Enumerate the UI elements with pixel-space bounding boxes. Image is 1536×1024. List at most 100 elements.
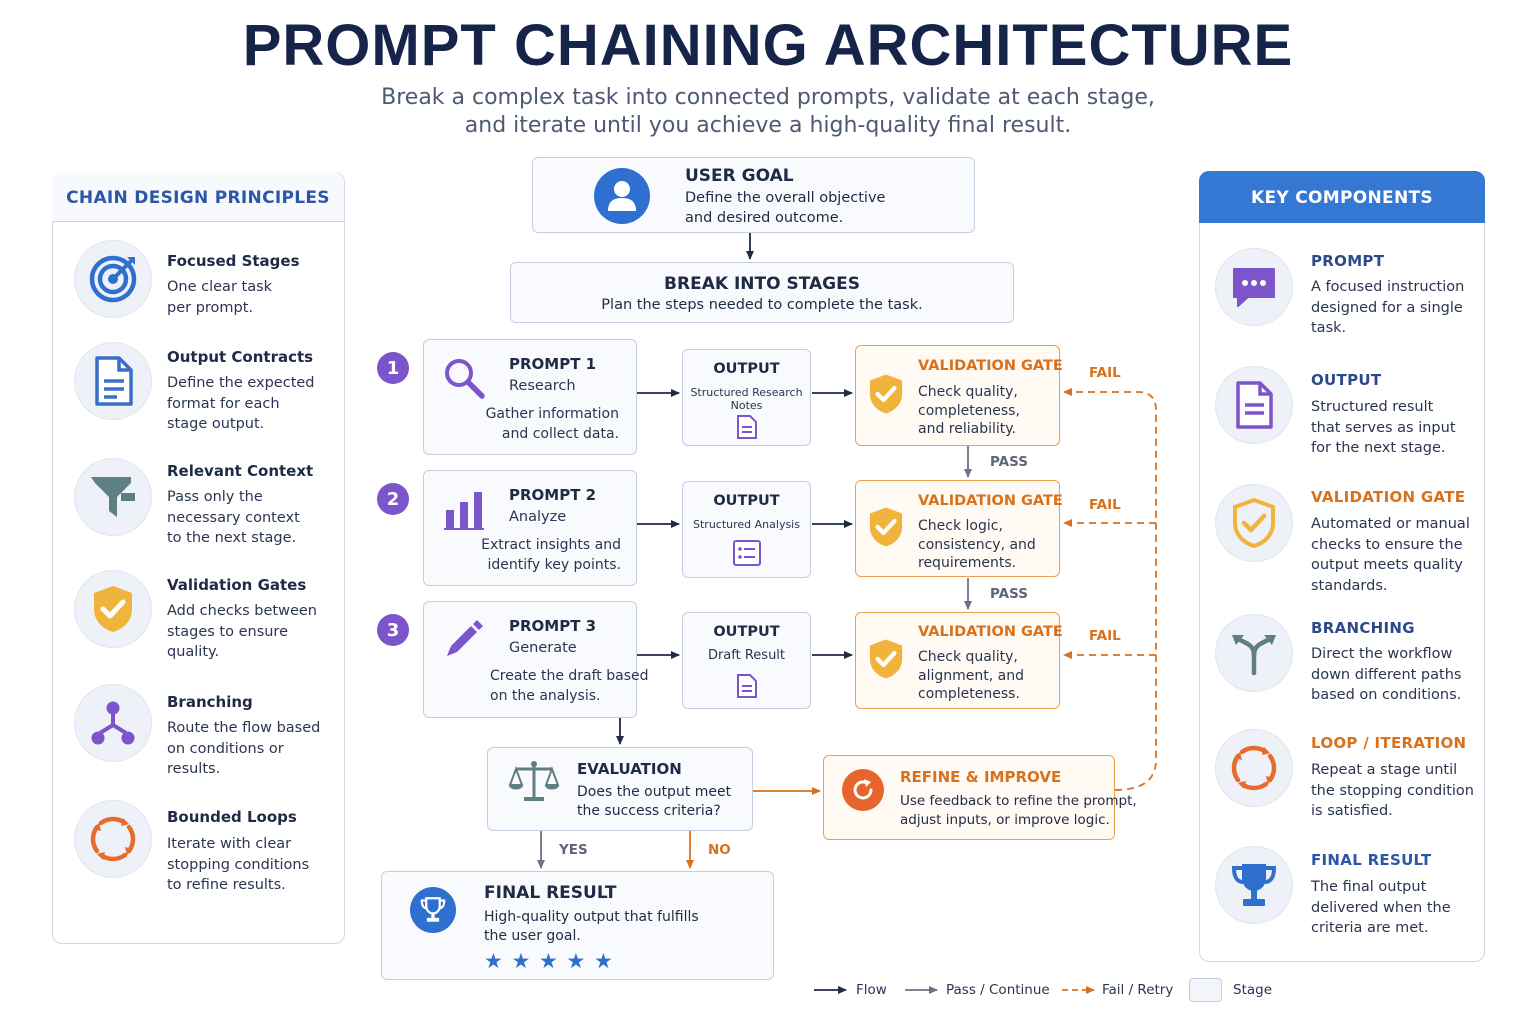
shield-check-icon bbox=[1215, 484, 1293, 562]
pass-label: PASS bbox=[990, 586, 1028, 602]
legend-stage-swatch bbox=[1189, 978, 1222, 1002]
component-title-validation-gate: VALIDATION GATE bbox=[1311, 488, 1466, 506]
legend-fail: Fail / Retry bbox=[1102, 982, 1174, 998]
subtitle-line-2: and iterate until you achieve a high-qua… bbox=[464, 113, 1072, 138]
gate-desc: Check quality,completeness,and reliabili… bbox=[918, 384, 1020, 437]
trophy-icon bbox=[410, 887, 456, 933]
break-stages-desc: Plan the steps needed to complete the ta… bbox=[601, 297, 923, 313]
prompt-box-3 bbox=[423, 601, 637, 718]
magnifier-icon bbox=[442, 356, 486, 404]
document-icon bbox=[736, 674, 758, 702]
output-desc: Structured Analysis bbox=[693, 518, 800, 531]
evaluation-title: EVALUATION bbox=[577, 760, 682, 778]
prompt-subtitle: Generate bbox=[509, 640, 577, 656]
legend-stage: Stage bbox=[1233, 982, 1273, 998]
gate-title: VALIDATION GATE bbox=[918, 358, 1063, 374]
component-title-prompt: PROMPT bbox=[1311, 252, 1385, 270]
page-title: PROMPT CHAINING ARCHITECTURE bbox=[242, 13, 1294, 78]
principle-title-output-contracts: Output Contracts bbox=[167, 348, 314, 366]
pass-label: PASS bbox=[990, 454, 1028, 470]
shield-check-icon bbox=[866, 505, 906, 553]
components-heading: KEY COMPONENTS bbox=[1199, 171, 1485, 223]
principle-title-branching: Branching bbox=[167, 693, 253, 711]
step-number-badge: 1 bbox=[377, 352, 409, 384]
step-number-badge: 3 bbox=[377, 614, 409, 646]
prompt-subtitle: Research bbox=[509, 378, 576, 394]
funnel-icon bbox=[74, 458, 152, 536]
split-arrow-icon bbox=[1215, 614, 1293, 692]
output-desc: Draft Result bbox=[707, 648, 786, 663]
fail-label: FAIL bbox=[1089, 628, 1121, 644]
document-icon bbox=[736, 415, 758, 443]
output-title: OUTPUT bbox=[713, 624, 780, 640]
component-title-final-result: FINAL RESULT bbox=[1311, 851, 1432, 869]
legend-pass: Pass / Continue bbox=[946, 982, 1050, 998]
step-number-badge: 2 bbox=[377, 483, 409, 515]
subtitle-line-1: Break a complex task into connected prom… bbox=[381, 85, 1155, 110]
user-icon bbox=[594, 168, 650, 224]
principle-title-validation-gates: Validation Gates bbox=[167, 576, 307, 594]
component-title-branching: BRANCHING bbox=[1311, 619, 1415, 637]
document-icon bbox=[1215, 366, 1293, 444]
principle-title-focused-stages: Focused Stages bbox=[167, 252, 300, 270]
rating-stars: ★ ★ ★ ★ ★ bbox=[484, 949, 614, 973]
fail-label: FAIL bbox=[1089, 497, 1121, 513]
target-icon bbox=[74, 240, 152, 318]
no-label: NO bbox=[708, 842, 731, 858]
legend-flow: Flow bbox=[856, 982, 887, 998]
evaluation-box bbox=[487, 747, 753, 831]
shield-check-icon bbox=[866, 637, 906, 685]
principle-title-relevant-context: Relevant Context bbox=[167, 462, 314, 480]
refresh-icon bbox=[842, 769, 884, 811]
gate-title: VALIDATION GATE bbox=[918, 493, 1063, 509]
component-title-loop: LOOP / ITERATION bbox=[1311, 734, 1467, 752]
break-stages-title: BREAK INTO STAGES bbox=[664, 274, 860, 294]
list-icon bbox=[733, 540, 761, 570]
shield-check-icon bbox=[74, 570, 152, 648]
key-components-panel bbox=[1199, 171, 1485, 962]
trophy-icon bbox=[1215, 846, 1293, 924]
refine-title: REFINE & IMPROVE bbox=[900, 768, 1062, 786]
final-result-title: FINAL RESULT bbox=[484, 883, 617, 903]
prompt-title: PROMPT 3 bbox=[509, 617, 597, 635]
prompt-box-1 bbox=[423, 339, 637, 455]
branch-icon bbox=[74, 684, 152, 762]
shield-check-icon bbox=[866, 372, 906, 420]
principles-heading: CHAIN DESIGN PRINCIPLES bbox=[52, 172, 344, 222]
loop-icon bbox=[1215, 729, 1293, 807]
component-title-output: OUTPUT bbox=[1311, 371, 1382, 389]
prompt-title: PROMPT 2 bbox=[509, 486, 597, 504]
user-goal-title: USER GOAL bbox=[685, 166, 794, 186]
break-into-stages-box bbox=[510, 262, 1014, 323]
output-title: OUTPUT bbox=[713, 361, 780, 377]
refine-desc: Use feedback to refine the prompt,adjust… bbox=[900, 793, 1137, 828]
output-title: OUTPUT bbox=[713, 493, 780, 509]
validation-gate-box-3 bbox=[855, 612, 1060, 709]
prompt-subtitle: Analyze bbox=[509, 509, 567, 525]
scales-icon bbox=[508, 759, 560, 807]
document-icon bbox=[74, 342, 152, 420]
gate-title: VALIDATION GATE bbox=[918, 624, 1063, 640]
